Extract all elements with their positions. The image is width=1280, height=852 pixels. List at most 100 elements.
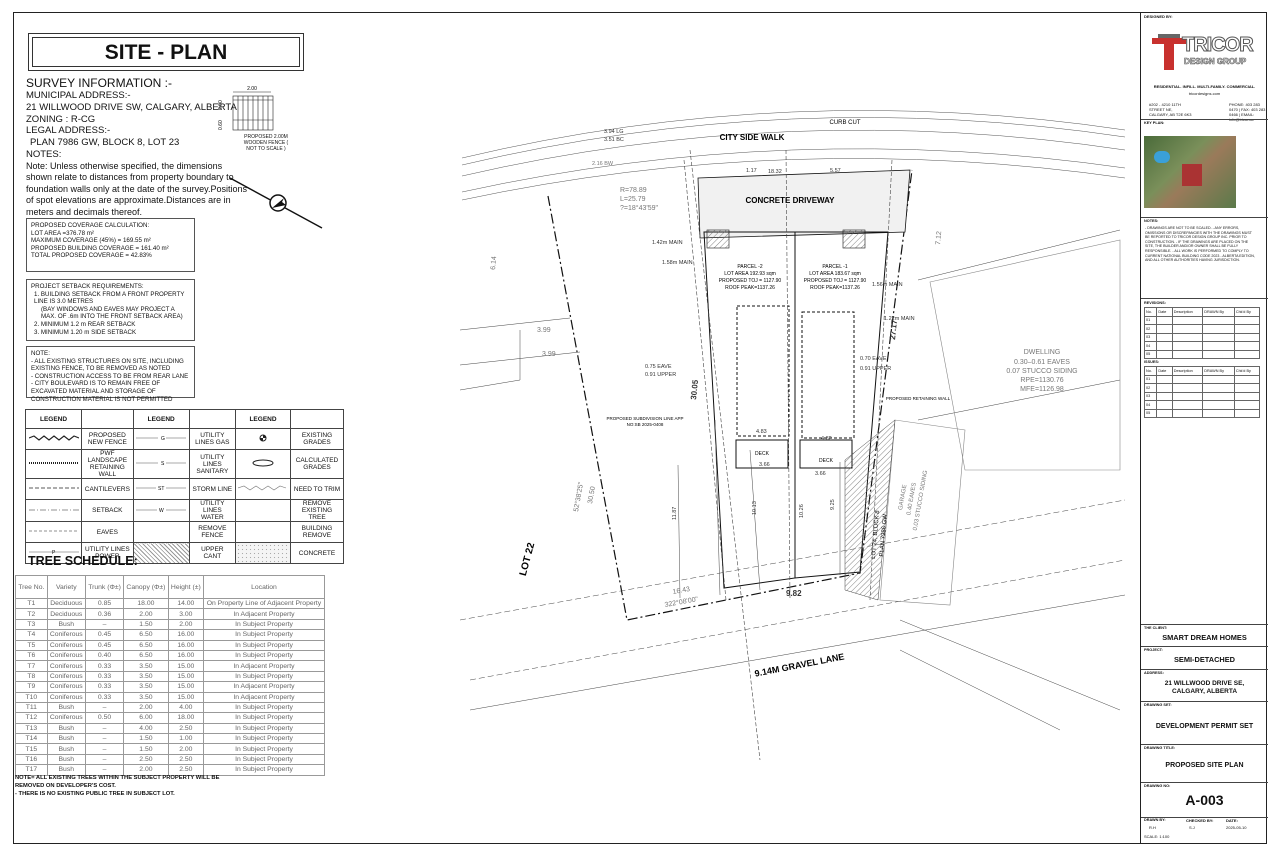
rev-cell (1156, 341, 1173, 351)
setbacks-heading: PROJECT SETBACK REQUIREMENTS: (31, 283, 144, 290)
subdivision-label: PROPOSED SUBDIVISION LINE APP (606, 416, 683, 421)
dwelling-line: RPE=1130.76 (1020, 377, 1063, 384)
tree-cell: Bush (46, 753, 86, 766)
tree-cell: 15.00 (167, 681, 204, 693)
dim: 3.66 (815, 471, 826, 477)
site-note-line: - CONSTRUCTION ACCESS TO BE FROM REAR LA… (31, 372, 189, 380)
table-row: 05 (1143, 349, 1261, 359)
tree-cell: Coniferous (46, 660, 86, 672)
legal-address: PLAN 7986 GW, BLOCK 8, LOT 23 (30, 137, 180, 149)
dim: 18.32 (768, 169, 782, 175)
tree-cell: In Subject Property (202, 670, 326, 683)
legend-symbol-eaves (24, 521, 83, 543)
garage-line: GARAGE (898, 484, 908, 510)
rev-cell: 04 (1143, 341, 1158, 351)
setback-line: 3. MINIMUM 1.20 m SIDE SETBACK (34, 328, 137, 336)
tree-cell: 2.50 (123, 753, 169, 766)
svg-text:G: G (161, 436, 165, 441)
tb-notes: - DRAWINGS ARE NOT TO BE SCALED. - ANY E… (1145, 226, 1255, 263)
tree-cell: 1.50 (123, 733, 169, 745)
dwelling-line: DWELLING (1024, 349, 1061, 356)
tree-cell: 16.00 (167, 629, 204, 641)
dim: 3.99 (537, 327, 551, 334)
coverage-line: TOTAL PROPOSED COVERAGE = 42.83% (31, 252, 152, 260)
tree-cell: T10 (15, 691, 48, 703)
rev-column-header: No. (1143, 366, 1158, 376)
key-plan-label: KEY PLAN: (1144, 121, 1165, 125)
project-address: CALGARY, ALBERTA (1171, 688, 1238, 695)
dim: 1.22m MAIN (884, 316, 915, 322)
company-sub: DESIGN GROUP (1184, 57, 1247, 67)
lot-plan-line: LOT 24, BLOCK 8 (871, 510, 881, 560)
tree-cell: 6.50 (123, 649, 169, 662)
dim: 6.14 (490, 256, 498, 270)
tree-cell: T12 (15, 712, 48, 724)
rev-cell: 04 (1143, 400, 1158, 410)
rev-cell (1202, 408, 1235, 418)
survey-heading: SURVEY INFORMATION :- (26, 76, 173, 90)
website: tricordesigns.com (1188, 91, 1221, 96)
rev-cell (1233, 374, 1261, 384)
city-sidewalk-label: CITY SIDE WALK (720, 133, 785, 142)
tree-cell: – (84, 618, 125, 631)
table-row: 04 (1143, 341, 1261, 351)
site-note-heading: NOTE: (31, 350, 50, 357)
legend-label: REMOVE FENCE (188, 521, 237, 543)
checked-by-label: CHECKED BY: (1186, 818, 1214, 823)
dim: 0.75 EAVE (645, 364, 672, 370)
tree-column-header: Canopy (Φ±) (123, 575, 169, 599)
legend-symbol-gas: G (132, 428, 190, 450)
tree-cell: Coniferous (46, 691, 86, 703)
site-plan-drawing: CURB CUT CITY SIDE WALK CONCRETE DRIVEWA… (459, 110, 1126, 760)
tree-column-header: Height (±) (167, 575, 204, 599)
client-label: THE CLIENT: (1144, 626, 1168, 630)
parcel1-line: PROPOSED TOJ = 1127.90 (804, 278, 867, 284)
tree-cell: 1.50 (123, 618, 169, 631)
subject-lot-marker (1182, 164, 1202, 186)
legend-label: NEED TO TRIM (290, 478, 344, 500)
legend-header: LEGEND (235, 409, 291, 429)
tree-cell: – (84, 753, 125, 766)
scale: SCALE: 1:100 (1144, 834, 1170, 839)
dim: 10.26 (799, 504, 805, 518)
tree-cell: 0.33 (84, 681, 125, 693)
page-title: SITE - PLAN (32, 37, 300, 67)
tree-cell: 0.33 (84, 670, 125, 683)
rev-cell (1202, 315, 1235, 325)
survey-info: SURVEY INFORMATION :- MUNICIPAL ADDRESS:… (26, 76, 248, 218)
table-row: 03 (1143, 391, 1261, 401)
tree-cell: 0.50 (84, 712, 125, 724)
tree-cell: Deciduous (46, 597, 86, 610)
tree-schedule-heading: TREE SCHEDULE: (28, 554, 138, 568)
tree-cell: 4.00 (167, 701, 204, 714)
rev-cell (1233, 332, 1261, 342)
dim: 1.58m MAIN (662, 260, 693, 266)
coverage-line: PROPOSED BUILDING COVERAGE = 161.40 m² (31, 244, 169, 252)
tree-cell: 18.00 (123, 597, 169, 610)
parcel2-line: PARCEL -2 (737, 264, 763, 270)
legend-symbol-fence (24, 428, 83, 450)
dim: 3.66 (759, 462, 770, 468)
tree-cell: 6.00 (123, 712, 169, 724)
curb-cut-label: CURB CUT (830, 120, 861, 126)
tree-cell: 3.00 (167, 608, 204, 620)
rev-cell (1171, 408, 1204, 418)
fence-dim-bottom: 0.60 (218, 120, 224, 130)
tree-cell: Coniferous (46, 712, 86, 724)
setback-line: 2. MINIMUM 1.2 m REAR SETBACK (34, 320, 136, 328)
tree-cell: In Subject Property (202, 733, 326, 745)
rev-column-header: Date (1156, 366, 1173, 376)
dwelling-line: MFE=1126.98 (1020, 386, 1064, 393)
rev-cell (1171, 400, 1204, 410)
tree-cell: 3.50 (123, 660, 169, 672)
legend-symbol-trim (235, 478, 291, 500)
rev-cell (1202, 383, 1235, 393)
tree-cell: T2 (15, 608, 48, 620)
legend-symbol-storm: ST (132, 478, 190, 500)
